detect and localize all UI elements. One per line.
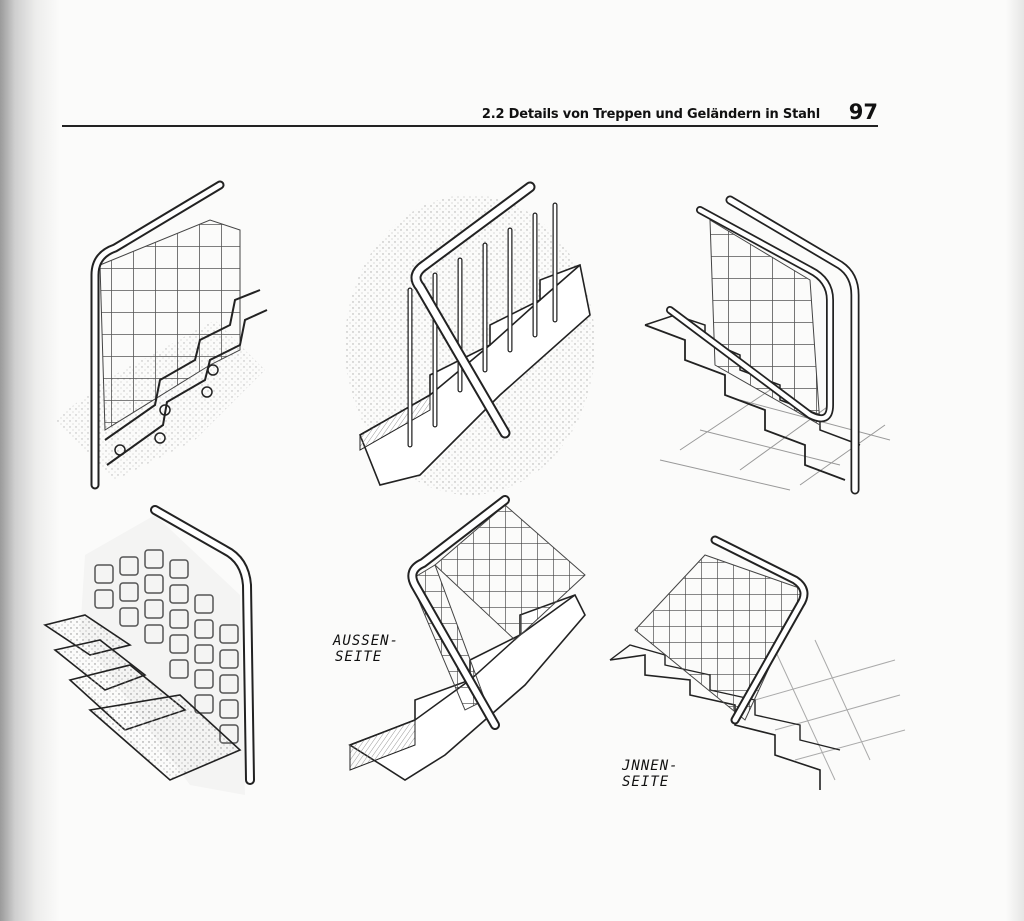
- figure-railing-outer-side: [345, 495, 605, 795]
- figure-grid-railing-stringer: [45, 180, 275, 500]
- page-number: 97: [848, 100, 878, 124]
- annotation-inner-side-line1: JNNEN-: [622, 758, 679, 774]
- annotation-inner-side-line2: SEITE: [622, 774, 670, 790]
- page-edge-shadow: [1006, 0, 1024, 921]
- figure-grid-railing-handrail: [640, 190, 930, 500]
- annotation-outer-side-line2: SEITE: [335, 649, 383, 665]
- book-gutter-shadow: [0, 0, 60, 921]
- running-header: 2.2 Details von Treppen und Geländern in…: [62, 96, 878, 130]
- section-title: 2.2 Details von Treppen und Geländern in…: [481, 107, 820, 122]
- figure-bar-railing: [340, 175, 600, 505]
- annotation-outer-side: AUSSEN- SEITE: [333, 633, 399, 665]
- annotation-inner-side: JNNEN- SEITE: [622, 758, 679, 790]
- header-rule: [62, 125, 878, 127]
- figure-railing-inner-side: [605, 530, 906, 820]
- annotation-outer-side-line1: AUSSEN-: [333, 633, 400, 649]
- figure-glass-block-wall: [40, 495, 280, 805]
